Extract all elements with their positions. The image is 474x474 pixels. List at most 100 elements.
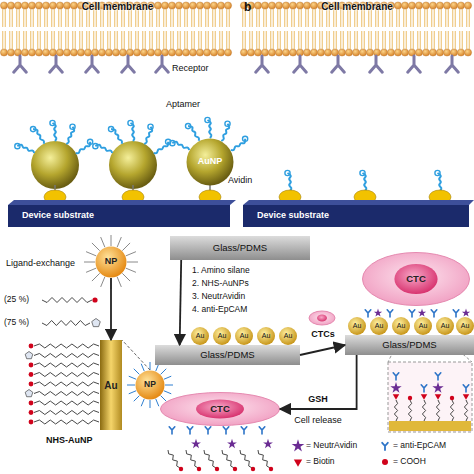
nanoparticle: NP bbox=[135, 370, 165, 400]
node-label: Device substrate bbox=[257, 211, 329, 221]
lipid-tail bbox=[410, 9, 411, 27]
lipid-tail bbox=[399, 31, 400, 49]
lipid-tail bbox=[93, 31, 94, 49]
ligand-spike bbox=[141, 399, 144, 406]
node-label: CTC bbox=[406, 274, 426, 284]
lipid-tail bbox=[242, 31, 243, 49]
lipid-head bbox=[56, 49, 63, 56]
ligand-spike bbox=[161, 369, 167, 375]
ligand-spike bbox=[150, 362, 151, 370]
process-arrow bbox=[180, 260, 182, 345]
lipid-head bbox=[282, 2, 289, 9]
lipid-tail bbox=[16, 31, 17, 49]
aptamer-loop bbox=[30, 126, 35, 131]
neutravidin-star bbox=[292, 439, 305, 451]
lipid-tail bbox=[434, 31, 435, 49]
cooh-dot bbox=[269, 467, 273, 471]
antibody-symbol bbox=[387, 310, 393, 317]
lipid-tail bbox=[177, 31, 178, 49]
lipid-tail bbox=[9, 31, 10, 49]
lipid-head bbox=[366, 49, 373, 56]
lipid-tail bbox=[466, 9, 467, 27]
lipid-head bbox=[310, 2, 317, 9]
node-label: Au bbox=[104, 380, 117, 391]
lipid-tail bbox=[434, 9, 435, 27]
lipid-tail bbox=[294, 31, 295, 49]
lipid-tail bbox=[16, 9, 17, 27]
legend-dot bbox=[382, 459, 388, 465]
legend-label: = NeutrAvidin bbox=[306, 441, 357, 450]
antibody-symbol bbox=[294, 56, 307, 72]
antibody-symbol bbox=[421, 385, 427, 392]
antibody-symbol bbox=[50, 56, 63, 72]
alkyl-chain bbox=[240, 450, 252, 468]
device-substrate: Device substrate bbox=[243, 205, 469, 227]
node-label: Device substrate bbox=[22, 211, 94, 221]
annotation-label: NHS-AuNP bbox=[46, 436, 93, 446]
lipid-tail bbox=[166, 9, 167, 27]
lipid-head bbox=[203, 49, 210, 56]
aptamer-loop bbox=[88, 139, 93, 144]
biotin-triangle bbox=[463, 394, 469, 400]
lipid-tail bbox=[448, 9, 449, 27]
lipid-tail bbox=[469, 9, 470, 27]
lipid-head bbox=[63, 49, 70, 56]
lipid-tail bbox=[319, 31, 320, 49]
lipid-head bbox=[210, 2, 217, 9]
lipid-tail bbox=[33, 9, 34, 27]
lipid-tail bbox=[226, 31, 227, 49]
alkyl-chain bbox=[422, 400, 425, 421]
lipid-tail bbox=[89, 31, 90, 49]
lipid-tail bbox=[403, 31, 404, 49]
antibody-symbol bbox=[332, 56, 345, 72]
lipid-tail bbox=[222, 9, 223, 27]
annotation-label: (25 %) bbox=[4, 295, 29, 304]
biotin-triangle bbox=[393, 394, 399, 400]
antibody-symbol bbox=[259, 427, 265, 434]
cooh-dot bbox=[29, 420, 34, 425]
neutravidin-star bbox=[263, 439, 273, 448]
aptamer-loop bbox=[435, 170, 440, 175]
neutravidin-star bbox=[374, 309, 382, 317]
ligand-spike bbox=[161, 396, 167, 402]
lipid-tail bbox=[459, 9, 460, 27]
lipid-tail bbox=[427, 31, 428, 49]
gold-nanoparticle bbox=[191, 327, 209, 345]
lipid-head bbox=[224, 2, 231, 9]
lipid-head bbox=[49, 2, 56, 9]
ligand-spike bbox=[141, 364, 144, 371]
lipid-bilayer bbox=[0, 2, 231, 56]
lipid-tail bbox=[455, 31, 456, 49]
lipid-tail bbox=[229, 31, 230, 49]
lipid-head bbox=[303, 49, 310, 56]
gold-nanoparticle bbox=[31, 141, 79, 189]
node-shape bbox=[363, 253, 470, 306]
lipid-tail bbox=[208, 31, 209, 49]
lipid-head bbox=[84, 49, 91, 56]
node-label: Cell membrane bbox=[321, 1, 393, 12]
antibody-symbol bbox=[256, 56, 269, 72]
antibody-symbol bbox=[205, 427, 211, 434]
lipid-head bbox=[422, 49, 429, 56]
lipid-tail bbox=[86, 31, 87, 49]
lipid-head bbox=[70, 2, 77, 9]
lipid-head bbox=[457, 49, 464, 56]
antibody-symbol bbox=[393, 373, 399, 380]
lipid-head bbox=[56, 2, 63, 9]
lipid-tail bbox=[23, 31, 24, 49]
lipid-tail bbox=[270, 31, 271, 49]
lipid-head bbox=[359, 49, 366, 56]
lipid-tail bbox=[427, 9, 428, 27]
lipid-tail bbox=[259, 31, 260, 49]
lipid-head bbox=[35, 49, 42, 56]
cooh-dot bbox=[29, 363, 34, 368]
alkyl-chain bbox=[34, 344, 99, 348]
lipid-head bbox=[275, 49, 282, 56]
lipid-tail bbox=[215, 31, 216, 49]
lipid-head bbox=[254, 2, 261, 9]
neutravidin-star bbox=[227, 439, 237, 448]
lipid-head bbox=[240, 49, 247, 56]
lipid-tail bbox=[291, 9, 292, 27]
ligand-spike bbox=[127, 262, 138, 263]
lipid-head bbox=[254, 49, 261, 56]
